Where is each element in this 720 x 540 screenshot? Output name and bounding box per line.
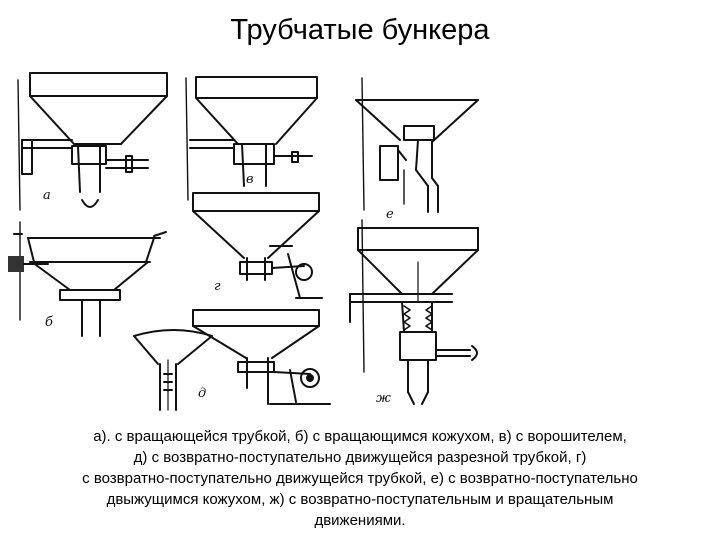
caption-line-4: двыжущимся кожухом, ж) с возвратно-посту… xyxy=(106,491,614,508)
label-d: д xyxy=(198,386,206,401)
hopper-zh: ж xyxy=(349,219,479,406)
page-title: Трубчатые бункера xyxy=(230,14,490,46)
hopper-e: е xyxy=(355,77,479,222)
label-e: е xyxy=(386,207,394,222)
label-v: в xyxy=(246,172,254,187)
hopper-d: д xyxy=(192,309,331,405)
hopper-b: б xyxy=(8,221,167,337)
hopper-small xyxy=(133,329,213,411)
hopper-a: а xyxy=(17,72,168,211)
figure-caption: а). с вращающейся трубкой, б) с вращающи… xyxy=(0,426,720,531)
caption-line-3: с возвратно-поступательно движущейся тру… xyxy=(82,470,638,487)
caption-line-5: движениями. xyxy=(314,512,406,529)
hoppers-figure: а б в xyxy=(8,72,479,411)
label-a: а xyxy=(43,188,51,203)
label-g: г xyxy=(214,279,221,294)
hopper-v: в xyxy=(185,76,318,201)
label-b: б xyxy=(45,315,53,330)
caption-line-1: а). с вращающейся трубкой, б) с вращающи… xyxy=(93,428,627,445)
hopper-g: г xyxy=(192,192,323,299)
caption-line-2: д) с возвратно-поступательно движущейся … xyxy=(133,449,587,466)
label-zh: ж xyxy=(376,391,391,406)
